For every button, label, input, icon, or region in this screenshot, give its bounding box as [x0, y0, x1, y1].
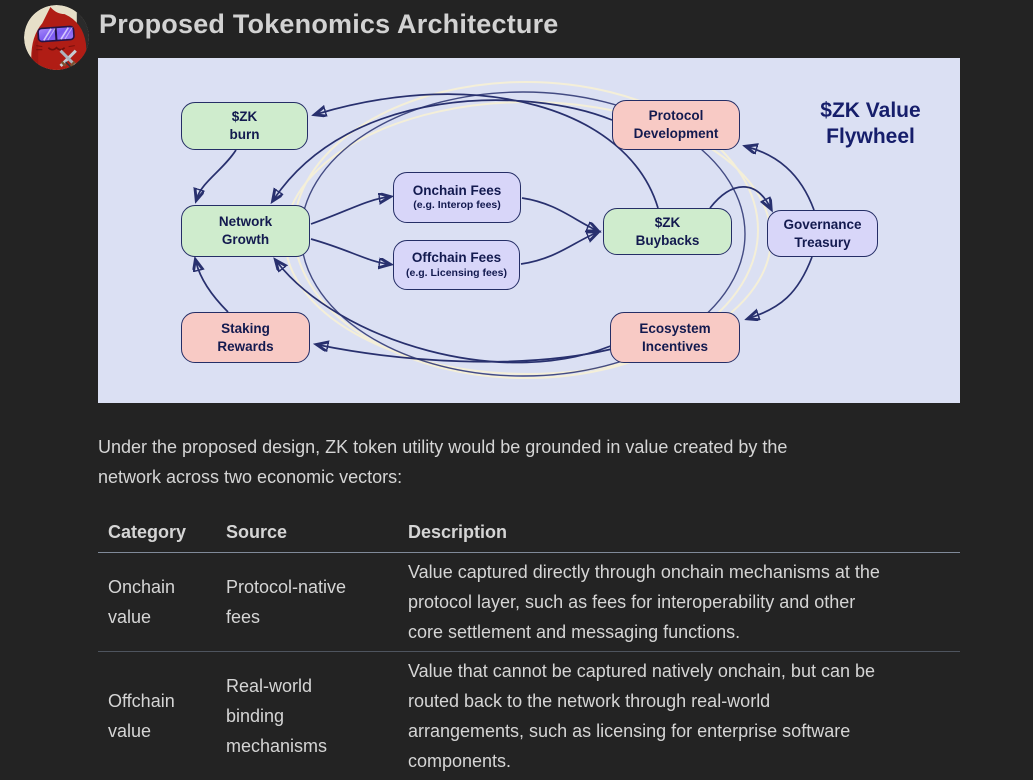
cell-category: Onchain value	[98, 552, 216, 652]
cell-category: Offchain value	[98, 651, 216, 780]
cell-source: Protocol-native fees	[216, 552, 398, 652]
table-row: Onchain value Protocol-native fees Value…	[98, 552, 960, 652]
header-description: Description	[398, 516, 960, 553]
avatar[interactable]	[24, 5, 89, 70]
node-offchain-fees: Offchain Fees (e.g. Licensing fees)	[393, 240, 520, 290]
flywheel-diagram-image[interactable]: $ZK burn Protocol Development Network Gr…	[98, 58, 960, 403]
flywheel-arrows	[98, 81, 815, 379]
node-zk-buybacks: $ZK Buybacks	[603, 208, 732, 255]
diagram-title: $ZK Value Flywheel	[820, 99, 921, 149]
cell-description: Value captured directly through onchain …	[398, 552, 960, 652]
cell-description: Value that cannot be captured natively o…	[398, 651, 960, 780]
tokenomics-table: Category Source Description Onchain valu…	[98, 516, 960, 780]
post-header: Proposed Tokenomics Architecture	[0, 0, 1033, 70]
page-title: Proposed Tokenomics Architecture	[99, 9, 559, 39]
node-network-growth: Network Growth	[181, 205, 310, 257]
node-onchain-fees: Onchain Fees (e.g. Interop fees)	[393, 172, 521, 223]
crossed-swords-icon	[59, 49, 77, 68]
node-staking-rewards: Staking Rewards	[181, 312, 310, 363]
node-governance-treasury: Governance Treasury	[767, 210, 878, 257]
red-cat-avatar-icon	[24, 5, 89, 70]
table-row: Offchain value Real-world binding mechan…	[98, 651, 960, 780]
intro-paragraph: Under the proposed design, ZK token util…	[98, 437, 788, 487]
node-ecosystem-incentives: Ecosystem Incentives	[610, 312, 740, 363]
node-protocol-development: Protocol Development	[612, 100, 740, 150]
header-source: Source	[216, 516, 398, 553]
node-zk-burn: $ZK burn	[181, 102, 308, 150]
table-header-row: Category Source Description	[98, 516, 960, 553]
header-category: Category	[98, 516, 216, 553]
cell-source: Real-world binding mechanisms	[216, 651, 398, 780]
